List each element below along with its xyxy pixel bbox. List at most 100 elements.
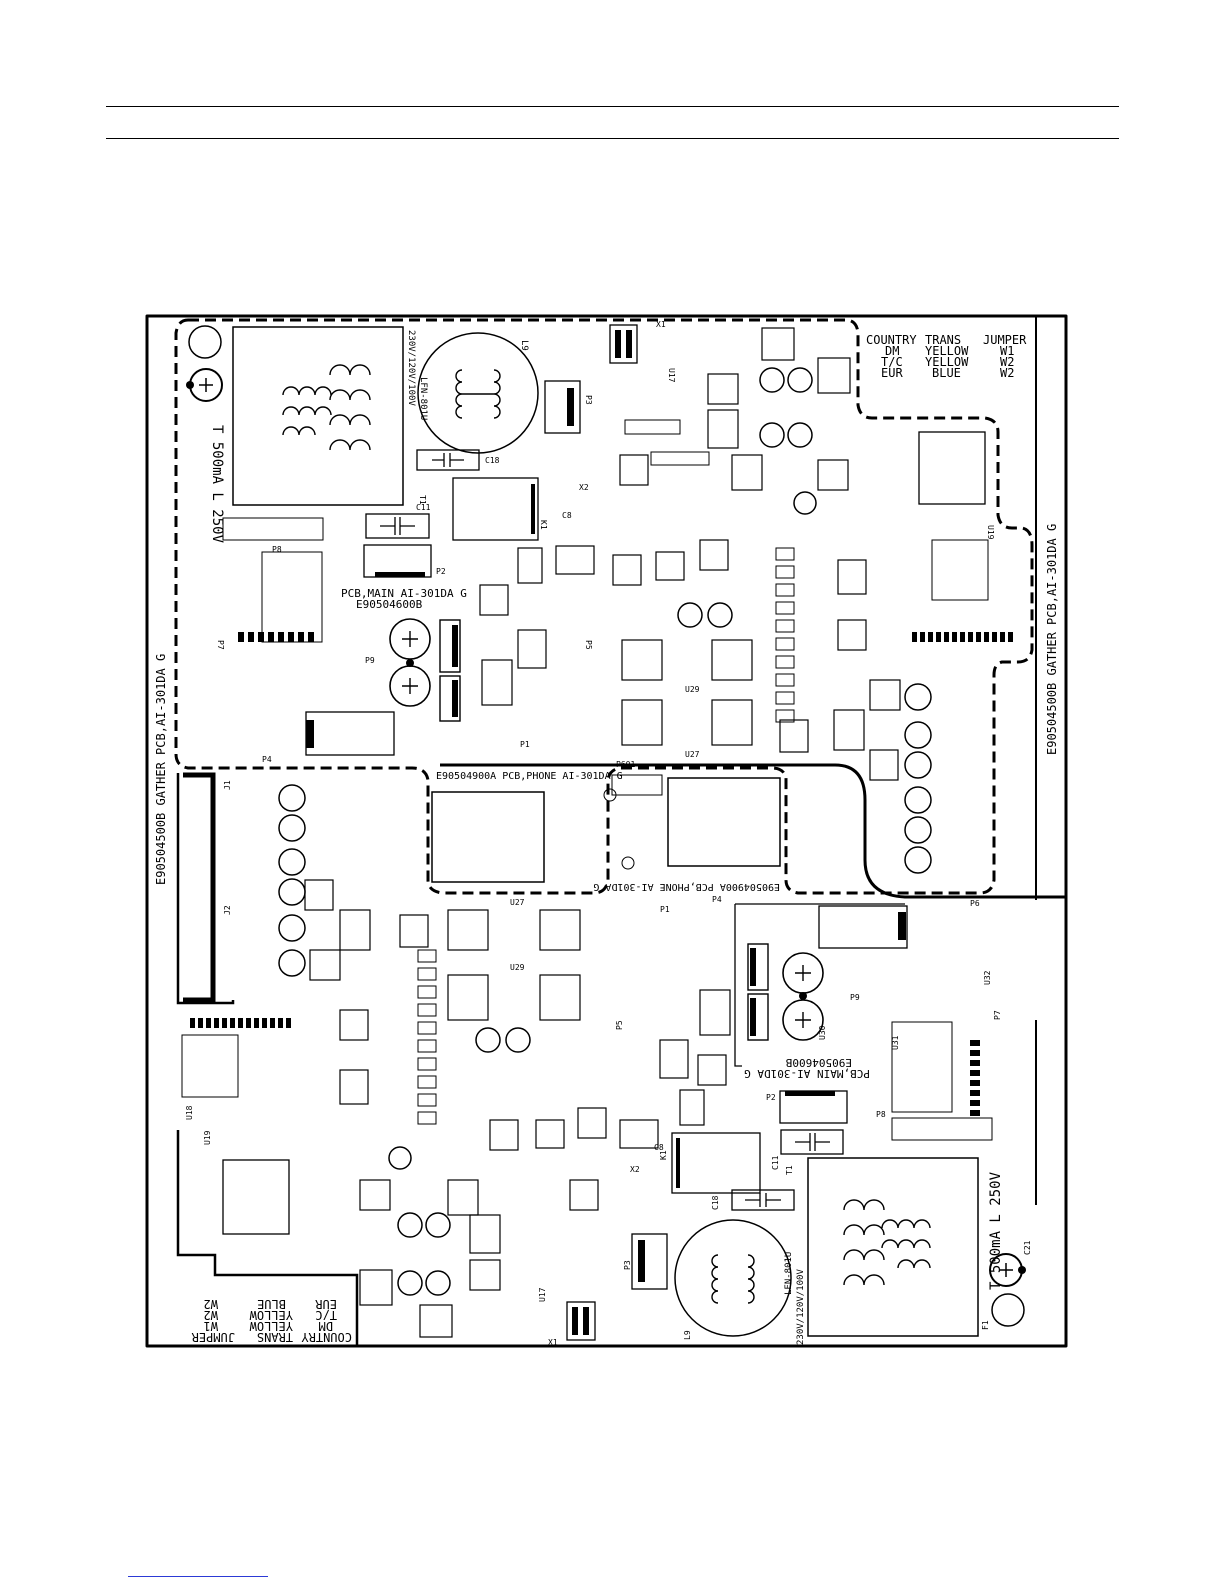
connector-P3-top [544,380,581,434]
jumper-row-0-trans-b: YELLOW [249,1319,293,1333]
ic-block-top-left [261,551,323,643]
phone-module-right [667,777,781,867]
main-pcb-label-bottom: PCB,MAIN AI-301DA G [744,1067,870,1080]
mounting-hole-bottom-right [991,1293,1025,1327]
resistor-column-top [775,547,795,723]
power-transformer-top [232,326,404,506]
smd-ic-grid-top [479,327,901,781]
ref-P4-bottom: P4 [712,895,722,904]
ref-U17-top: U17 [667,368,676,383]
transformer-coil-top [282,386,332,436]
mounting-hole-top-left [188,325,222,359]
ref-P9-bottom: P9 [850,993,860,1002]
pin-header-bottom-left [190,1018,291,1028]
jumper-header-trans-b: TRANS [257,1330,293,1344]
electrolytic-caps-top [677,367,932,874]
module-U18-top [931,539,989,601]
smd-ic-grid-bottom [304,879,731,1338]
capacitor-C11-top [365,513,430,539]
capacitor-C18-bottom [731,1189,795,1211]
regulator-U30-top [439,619,461,673]
ref-P7-top: P7 [216,640,225,650]
relay-K1-top [452,477,539,541]
ref-U31-bottom: U31 [891,1035,900,1050]
ref-U32-bottom: U32 [983,970,992,985]
line-filter-top [417,332,539,454]
jumper-header-country-b: COUNTRY [301,1330,352,1344]
header-rule-bottom [106,138,1119,139]
resistor-strip-top [624,419,710,466]
line-filter-bottom [674,1219,792,1337]
ref-C11-top: C11 [416,503,431,512]
regulator-bottom-2 [747,993,769,1041]
jumper-row-1-country: T/C [881,355,903,369]
ic-block-bottom-right [891,1021,953,1113]
ref-K1-bottom: K1 [659,1150,668,1160]
transformer-coil-bottom [843,1199,931,1286]
cap-polarity-dot [186,381,194,389]
phone-pcb-label-bottom: E90504900A PCB,PHONE AI-301DA G [593,881,780,892]
jumper-row-1-trans-b: YELLOW [249,1308,293,1322]
board-split-line [440,763,1066,899]
main-pcb-region [174,318,1034,895]
jumper-header-jumper-b: JUMPER [191,1330,235,1344]
ref-P8-bottom: P8 [876,1110,886,1119]
ref-P1-top: P1 [520,740,530,749]
jumper-row-1-jumper-b: W2 [204,1308,218,1322]
ref-U29-top: U29 [685,685,700,694]
relay-stripe [531,484,535,534]
ref-U29-bottom: U29 [510,963,525,972]
ref-T1-top: T1 [418,495,427,505]
ref-U17-bottom: U17 [538,1287,547,1302]
ic-U17-top [609,324,638,364]
module-U19-bottom [222,1159,290,1235]
ref-P1-bottom: P1 [660,905,670,914]
regulator-bottom-1 [747,943,769,991]
ref-U18-bottom: U18 [185,1105,194,1120]
connector-P8-bottom [891,1117,993,1141]
filter-label-top: LFN-801U [418,377,428,420]
ref-L9-top: L9 [519,340,529,351]
ref-P2-bottom: P2 [766,1093,776,1102]
ref-U19-bottom: U19 [203,1130,212,1145]
capacitor-C18-top [416,449,480,471]
module-U19-top [918,431,986,505]
jumper-row-2-trans: BLUE [932,366,961,380]
ref-P5-top: P5 [584,640,593,650]
ref-X1-bottom: X1 [548,1338,558,1347]
board-split-line-lower [176,773,359,1346]
electrolytic-caps-bottom [278,784,531,1296]
jumper-table-bottom: COUNTRY TRANS JUMPER DM YELLOW W1 T/C YE… [191,1297,352,1344]
phone-module-left [431,791,545,883]
ref-P5-bottom: P5 [615,1020,624,1030]
ref-C21-bottom: C21 [1023,1240,1032,1255]
connector-P4-top [305,711,395,756]
ref-U30-bottom: U30 [818,1025,827,1040]
ref-T1-bottom: T1 [785,1165,794,1175]
ref-U27-bottom: U27 [510,898,525,907]
ref-C18-bottom: C18 [711,1195,720,1210]
voltage-label-bottom: 230V/120V/100V [796,1269,806,1345]
jumper-row-0-jumper-b: W1 [204,1319,218,1333]
ref-P2-top: P2 [436,567,446,576]
ref-K1-top: K1 [539,520,548,530]
ref-U19-top: U19 [986,525,995,540]
board-left-bracket [183,772,216,1003]
resistor-column-bottom [417,949,437,1125]
ref-U27-top: U27 [685,750,700,759]
connector-pins [375,572,425,577]
ref-C11-bottom: C11 [771,1155,780,1170]
ref-P3-top: P3 [584,395,593,405]
ref-C18-top: C18 [485,456,500,465]
resistor-array-bottom [970,1040,980,1116]
gather-label-left: E90504500B GATHER PCB,AI-301DA G [154,654,168,885]
jumper-row-2-country-b: EUR [315,1297,337,1311]
ref-J2-bottom: J2 [223,905,232,915]
jumper-row-0-jumper: W1 [1000,344,1014,358]
main-pcb-label-top: PCB,MAIN AI-301DA G [341,587,467,600]
phone-mount-hole-1 [603,788,617,802]
jumper-row-0-trans: YELLOW [925,344,969,358]
transformer-coil-right [329,364,371,451]
ref-L9-bottom: L9 [683,1330,692,1340]
